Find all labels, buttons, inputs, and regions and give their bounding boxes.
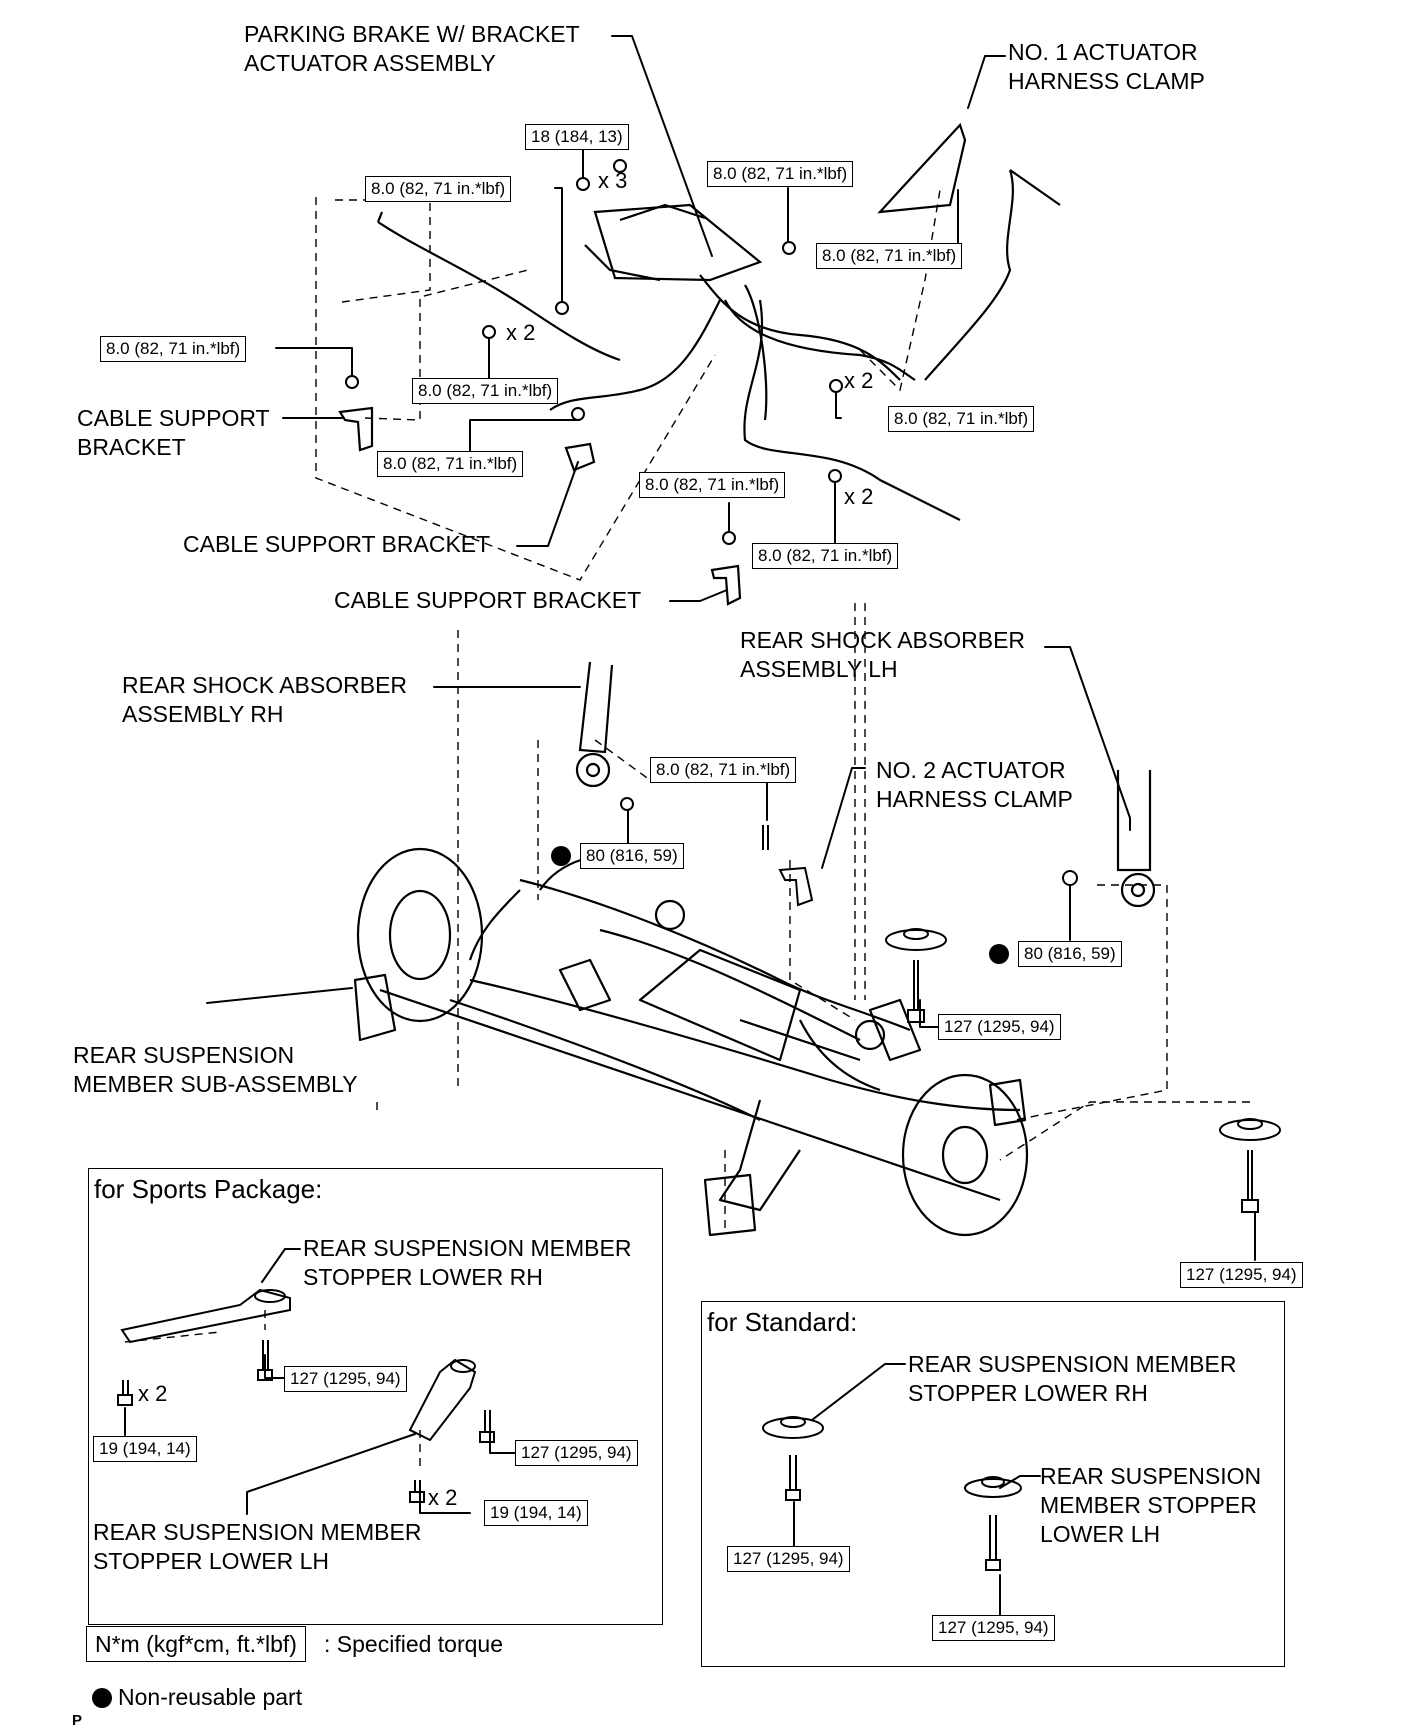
standard-stopper-lh-label-2: MEMBER STOPPER [1040, 1492, 1257, 1518]
count-x2: x 2 [844, 368, 874, 393]
torque-8-callout: 8.0 (82, 71 in.*lbf) [100, 336, 247, 362]
cable-support-low-label: CABLE SUPPORT BRACKET [334, 587, 642, 613]
torque-19-callout: 19 (194, 14) [484, 1500, 588, 1526]
torque-127-callout: 127 (1295, 94) [1180, 1262, 1303, 1288]
corner-mark: P [72, 1712, 83, 1729]
torque-127-callout: 127 (1295, 94) [284, 1366, 407, 1392]
count-x3: x 3 [598, 168, 628, 193]
sports-stopper-rh-label-1: REAR SUSPENSION MEMBER [303, 1235, 632, 1261]
torque-80-callout: 80 (816, 59) [580, 843, 684, 869]
torque-8-callout: 8.0 (82, 71 in.*lbf) [752, 543, 899, 569]
torque-127-callout: 127 (1295, 94) [515, 1440, 638, 1466]
clamp1-label-2: HARNESS CLAMP [1008, 68, 1205, 94]
sports-package-title: for Sports Package: [94, 1174, 323, 1204]
shock-rh-label-2: ASSEMBLY RH [122, 701, 284, 727]
shock-lh-label-1: REAR SHOCK ABSORBER [740, 627, 1026, 653]
non-reusable-marker [551, 846, 571, 866]
count-x2: x 2 [428, 1485, 458, 1510]
torque-127-callout: 127 (1295, 94) [727, 1546, 850, 1572]
torque-8-callout: 8.0 (82, 71 in.*lbf) [707, 161, 854, 187]
standard-title: for Standard: [707, 1307, 858, 1337]
member-label-1: REAR SUSPENSION [73, 1042, 295, 1068]
cable-support-left-label-2: BRACKET [77, 434, 186, 460]
standard-stopper-rh-label-2: STOPPER LOWER RH [908, 1380, 1148, 1406]
standard-stopper-rh-label-1: REAR SUSPENSION MEMBER [908, 1351, 1237, 1377]
standard-box [701, 1301, 1285, 1667]
torque-8-callout: 8.0 (82, 71 in.*lbf) [816, 243, 963, 269]
torque-18-callout: 18 (184, 13) [525, 124, 629, 150]
non-reusable-legend-dot [92, 1688, 112, 1708]
member-label-2: MEMBER SUB-ASSEMBLY [73, 1071, 358, 1097]
shock-rh-label-1: REAR SHOCK ABSORBER [122, 672, 408, 698]
torque-8-callout: 8.0 (82, 71 in.*lbf) [650, 757, 797, 783]
count-x2: x 2 [138, 1381, 168, 1406]
sports-stopper-lh-label-2: STOPPER LOWER LH [93, 1548, 330, 1574]
torque-legend-desc: : Specified torque [324, 1631, 504, 1657]
torque-19-callout: 19 (194, 14) [93, 1436, 197, 1462]
torque-80-callout: 80 (816, 59) [1018, 941, 1122, 967]
parking-brake-label-2: ACTUATOR ASSEMBLY [244, 50, 496, 76]
torque-8-callout: 8.0 (82, 71 in.*lbf) [412, 378, 559, 404]
torque-127-callout: 127 (1295, 94) [938, 1014, 1061, 1040]
count-x2: x 2 [506, 320, 536, 345]
sports-package-box [88, 1168, 663, 1625]
torque-8-callout: 8.0 (82, 71 in.*lbf) [365, 176, 512, 202]
torque-8-callout: 8.0 (82, 71 in.*lbf) [888, 406, 1035, 432]
torque-8-callout: 8.0 (82, 71 in.*lbf) [639, 472, 786, 498]
torque-legend-box: N*m (kgf*cm, ft.*lbf) [86, 1626, 306, 1662]
torque-127-callout: 127 (1295, 94) [932, 1615, 1055, 1641]
non-reusable-marker [989, 944, 1009, 964]
torque-8-callout: 8.0 (82, 71 in.*lbf) [377, 451, 524, 477]
standard-stopper-lh-label-1: REAR SUSPENSION [1040, 1463, 1262, 1489]
non-reusable-legend-text: Non-reusable part [118, 1684, 303, 1710]
sports-stopper-rh-label-2: STOPPER LOWER RH [303, 1264, 543, 1290]
shock-lh-label-2: ASSEMBLY LH [740, 656, 898, 682]
clamp2-label-2: HARNESS CLAMP [876, 786, 1073, 812]
clamp2-label-1: NO. 2 ACTUATOR [876, 757, 1066, 783]
cable-support-mid-label: CABLE SUPPORT BRACKET [183, 531, 491, 557]
clamp1-label-1: NO. 1 ACTUATOR [1008, 39, 1198, 65]
cable-support-left-label-1: CABLE SUPPORT [77, 405, 270, 431]
count-x2: x 2 [844, 484, 874, 509]
parking-brake-label-1: PARKING BRAKE W/ BRACKET [244, 21, 580, 47]
sports-stopper-lh-label-1: REAR SUSPENSION MEMBER [93, 1519, 422, 1545]
standard-stopper-lh-label-3: LOWER LH [1040, 1521, 1161, 1547]
